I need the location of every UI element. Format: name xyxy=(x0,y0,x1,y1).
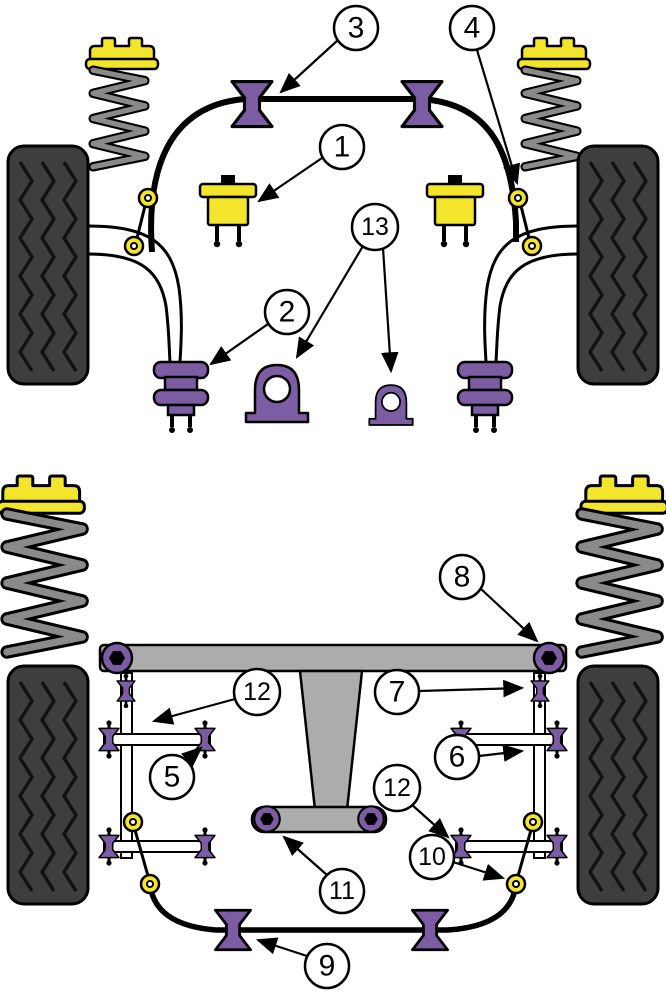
front-left-link-washer-upper xyxy=(137,187,159,209)
rear-right-washer-upper xyxy=(522,811,544,833)
rear-right-washer-lower xyxy=(505,873,527,895)
callout-3-label: 3 xyxy=(348,12,365,45)
front-lower-bushing-right xyxy=(456,360,514,435)
callout-11-arrow xyxy=(282,835,328,876)
callout-6-arrow xyxy=(478,744,525,762)
front-left-drop-link xyxy=(135,205,147,239)
callout-7: 7 xyxy=(373,668,421,716)
rear-lower-beam-bushing-right xyxy=(357,805,385,833)
rear-left-vertical-link xyxy=(120,672,133,859)
front-right-coil-spring xyxy=(525,70,577,167)
front-right-tire xyxy=(576,144,660,386)
clamp-bracket-large xyxy=(244,363,310,424)
rear-lower-beam xyxy=(250,805,388,834)
rear-left-washer-lower xyxy=(139,873,161,895)
callout-11: 11 xyxy=(318,867,366,915)
front-axle-diagram: 3 4 1 13 2 xyxy=(6,4,660,435)
callout-10: 10 xyxy=(408,833,456,881)
callout-12a: 12 xyxy=(232,667,282,717)
engine-mount-left xyxy=(198,173,258,250)
rear-right-coil-spring xyxy=(582,514,657,652)
front-left-control-arm xyxy=(87,205,183,363)
rear-right-vertical-link xyxy=(533,672,546,859)
callout-6-label: 6 xyxy=(449,741,466,774)
rear-left-lower-lateral-arm xyxy=(103,840,211,853)
clamp-bracket-small xyxy=(368,384,414,426)
rear-left-tire xyxy=(6,664,90,906)
callout-5-label: 5 xyxy=(164,761,181,794)
callout-6: 6 xyxy=(433,733,481,781)
callout-13-arrow-left xyxy=(295,245,364,359)
engine-mount-right xyxy=(425,173,485,250)
callout-1: 1 xyxy=(318,123,366,171)
callout-8-label: 8 xyxy=(454,561,471,594)
rear-subframe-crossmember xyxy=(98,643,568,673)
front-right-drop-link xyxy=(519,205,531,239)
front-arb-bushing-left xyxy=(230,79,274,129)
front-left-coil-spring xyxy=(93,70,145,167)
front-lower-bushing-left xyxy=(152,360,210,435)
rear-right-drop-link xyxy=(516,829,533,877)
rear-left-upper-lateral-arm xyxy=(103,733,211,746)
callout-7-arrow xyxy=(418,679,525,698)
callout-2-arrow xyxy=(209,323,269,366)
front-left-tire xyxy=(6,144,90,386)
callout-13-label: 13 xyxy=(361,213,389,241)
callout-4: 4 xyxy=(448,4,496,52)
front-left-top-mount xyxy=(84,36,160,71)
callout-4-label: 4 xyxy=(464,12,481,45)
callout-11-label: 11 xyxy=(329,877,355,905)
callout-1-arrow xyxy=(257,157,323,203)
callout-2: 2 xyxy=(263,288,311,336)
callout-10-arrow xyxy=(452,860,506,881)
front-right-control-arm xyxy=(483,205,579,363)
callout-12b: 12 xyxy=(372,763,422,813)
callout-12b-label: 12 xyxy=(383,774,411,802)
callout-3: 3 xyxy=(332,4,380,52)
callout-12a-arrow xyxy=(151,697,236,725)
rear-axle-diagram: 8 12 7 5 6 12 10 11 9 xyxy=(0,474,666,990)
callout-13-arrow-right xyxy=(381,247,399,374)
rear-subframe-bushing-right xyxy=(532,641,566,675)
rear-left-washer-upper xyxy=(122,811,144,833)
callout-13: 13 xyxy=(350,202,400,252)
front-arb-bushing-right xyxy=(400,79,444,129)
callout-12b-arrow xyxy=(410,803,450,839)
rear-right-top-mount xyxy=(579,474,666,515)
rear-left-drop-link xyxy=(133,829,150,877)
callout-8-arrow xyxy=(480,588,539,643)
rear-lower-beam-bushing-left xyxy=(253,805,281,833)
callout-10-label: 10 xyxy=(418,843,446,871)
front-right-link-washer-upper xyxy=(507,187,529,209)
callout-12a-label: 12 xyxy=(243,678,271,706)
rear-right-tire xyxy=(576,664,660,906)
front-left-link-washer-lower xyxy=(123,235,145,257)
callout-1-label: 1 xyxy=(334,131,351,164)
callout-8: 8 xyxy=(438,553,486,601)
callout-2-label: 2 xyxy=(279,296,296,329)
callout-9-label: 9 xyxy=(319,950,336,983)
callout-3-arrow xyxy=(279,39,339,94)
callout-5: 5 xyxy=(148,753,196,801)
front-right-top-mount xyxy=(516,36,592,71)
rear-right-lower-lateral-arm xyxy=(455,840,563,853)
rear-subframe-post xyxy=(298,669,364,820)
callout-9-arrow xyxy=(255,937,308,958)
front-right-link-washer-lower xyxy=(521,235,543,257)
rear-subframe-bushing-left xyxy=(100,641,134,675)
callout-4-arrow xyxy=(475,49,521,186)
rear-anti-roll-bar xyxy=(147,883,519,933)
callout-9: 9 xyxy=(303,942,351,990)
callout-5-arrow xyxy=(181,746,203,767)
rear-left-coil-spring xyxy=(7,514,82,652)
callout-7-label: 7 xyxy=(389,676,406,709)
rear-left-top-mount xyxy=(0,474,86,515)
